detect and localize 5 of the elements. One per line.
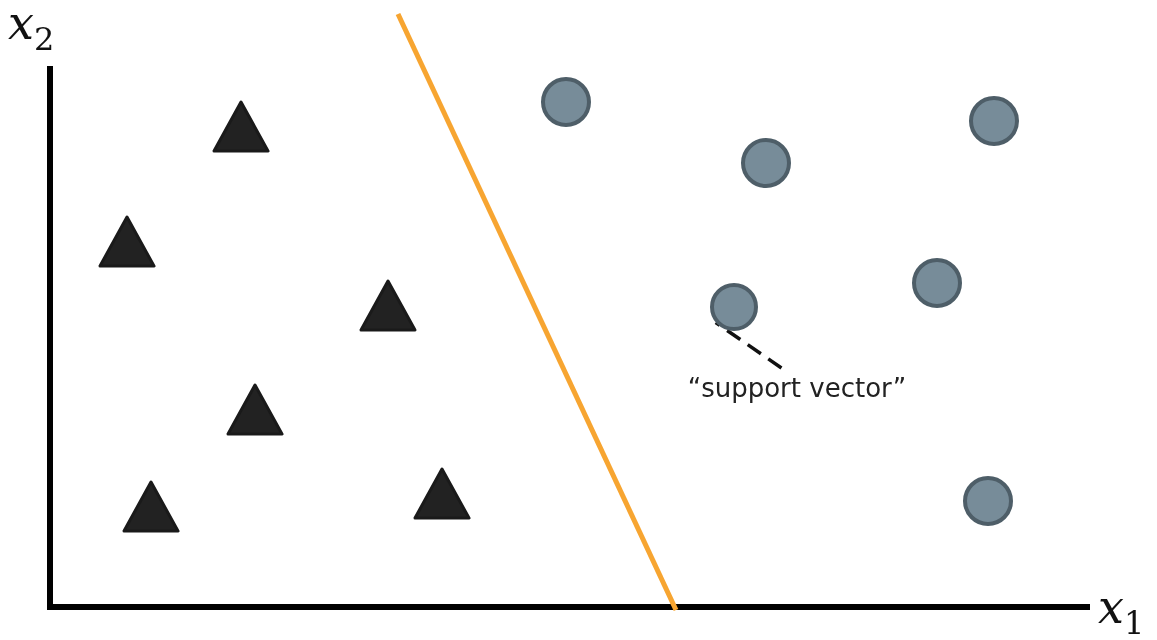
leader-line bbox=[714, 321, 783, 370]
callout-text: “support vector” bbox=[687, 373, 907, 403]
axis-label: x$_{2}$ bbox=[8, 0, 55, 56]
data-point bbox=[710, 283, 758, 331]
axis-label: x$_{1}$ bbox=[1098, 584, 1145, 640]
